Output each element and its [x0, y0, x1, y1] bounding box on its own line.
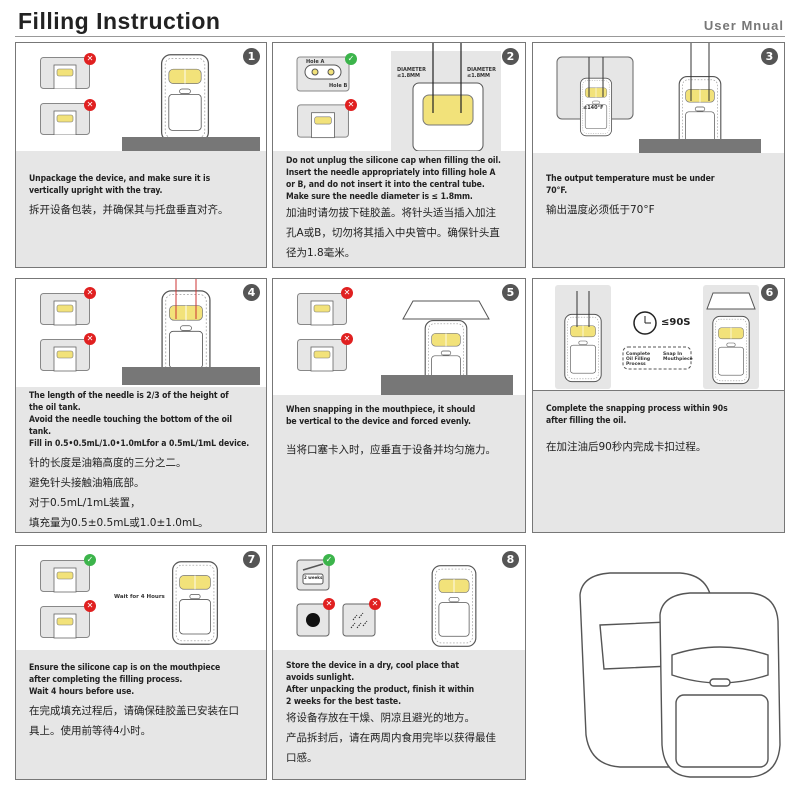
instruction-en: avoids sunlight. — [286, 673, 355, 683]
cross-icon: ✕ — [84, 99, 96, 111]
instruction-en: Fill in 0.5•0.5mL/1.0•1.0mLfor a 0.5mL/1… — [29, 439, 250, 449]
step-6-illustration: ≤90S Complete Oil Filling Process Snap I… — [533, 279, 784, 390]
diameter-label: DIAMETER ≤1.8MM — [397, 67, 426, 79]
step-4-text: The length of the needle is 2/3 of the h… — [16, 387, 266, 532]
temperature-label: ≤140°F — [583, 105, 604, 111]
instruction-zh: 针的长度是油箱高度的三分之二。 — [29, 457, 187, 469]
cross-icon: ✕ — [323, 598, 335, 610]
step-number: 5 — [502, 284, 519, 301]
instruction-en: Insert the needle appropriately into fil… — [286, 168, 496, 178]
instruction-zh: 拆开设备包装，并确保其与托盘垂直对齐。 — [29, 204, 229, 216]
step-number: 3 — [761, 48, 778, 65]
instruction-zh: 在完成填充过程后，请确保硅胶盖已安装在口 — [29, 705, 239, 717]
step-8-panel: 2 weeks ✓ ✕ ✕ 8 Store the device in a dr… — [272, 545, 526, 780]
step-number: 8 — [502, 551, 519, 568]
cross-icon: ✕ — [341, 333, 353, 345]
step-1-text: Unpackage the device, and make sure it i… — [16, 151, 266, 267]
instruction-en: or B, and do not insert it into the cent… — [286, 180, 485, 190]
instruction-en: 2 weeks for the best taste. — [286, 697, 401, 707]
instruction-en: after filling the oil. — [546, 416, 627, 426]
step-3-text: The output temperature must be under 70°F… — [533, 153, 784, 267]
step-5-text: When snapping in the mouthpiece, it shou… — [273, 395, 525, 532]
step-number: 7 — [243, 551, 260, 568]
instruction-en: the oil tank. — [29, 403, 81, 413]
instruction-en: Complete the snapping process within 90s — [546, 404, 728, 414]
header-divider — [15, 36, 785, 37]
manual-label: User Mnual — [703, 18, 784, 33]
step-6-panel: ≤90S Complete Oil Filling Process Snap I… — [532, 278, 785, 391]
diameter-label: DIAMETER ≤1.8MM — [467, 67, 496, 79]
page-title: Filling Instruction — [18, 8, 221, 34]
instruction-en: 70°F. — [546, 186, 568, 196]
instruction-zh: 输出温度必须低于70°F — [546, 204, 655, 216]
step-3-panel: ≤140°F 3 The output temperature must be … — [532, 42, 785, 268]
hole-a-label: Hole A — [306, 59, 325, 65]
instruction-zh: 对于0.5mL/1mL装置， — [29, 497, 141, 509]
instruction-zh: 口感。 — [286, 752, 318, 764]
step-7-text: Ensure the silicone cap is on the mouthp… — [16, 650, 266, 779]
step-number: 2 — [502, 48, 519, 65]
instruction-en: vertically upright with the tray. — [29, 186, 163, 196]
step-7-panel: Wait for 4 Hours ✓ ✕ 7 Ensure the silico… — [15, 545, 267, 780]
step-8-text: Store the device in a dry, cool place th… — [273, 650, 525, 779]
process-from-label: Complete Oil Filling Process — [626, 352, 651, 367]
instruction-en: After unpacking the product, finish it w… — [286, 685, 475, 695]
step-number: 4 — [243, 284, 260, 301]
instruction-en: Unpackage the device, and make sure it i… — [29, 174, 211, 184]
instruction-en: The output temperature must be under — [546, 174, 715, 184]
instruction-en: Avoid the needle touching the bottom of … — [29, 415, 232, 437]
instruction-zh: 填充量为0.5±0.5mL或1.0±1.0mL。 — [29, 517, 209, 529]
step-2-panel: Hole A Hole B DIAMETER ≤1.8MM DIAMETER ≤… — [272, 42, 526, 268]
instruction-en: Wait 4 hours before use. — [29, 687, 135, 697]
step-2-text: Do not unplug the silicone cap when fill… — [273, 151, 525, 267]
instruction-en: Ensure the silicone cap is on the mouthp… — [29, 663, 221, 673]
instruction-zh: 在加注油后90秒内完成卡扣过程。 — [546, 441, 707, 453]
step-8-illustration: 2 weeks ✓ ✕ ✕ 8 — [273, 546, 525, 650]
cross-icon: ✕ — [341, 287, 353, 299]
check-icon: ✓ — [323, 554, 335, 566]
instruction-en: Make sure the needle diameter is ≤ 1.8mm… — [286, 192, 473, 202]
step-4-illustration: ✕ ✕ 4 — [16, 279, 266, 387]
cross-icon: ✕ — [84, 333, 96, 345]
instruction-en: Do not unplug the silicone cap when fill… — [286, 156, 501, 166]
instruction-zh: 将设备存放在干燥、阴凉且避光的地方。 — [286, 712, 475, 724]
cross-icon: ✕ — [345, 99, 357, 111]
step-5-illustration: ✕ ✕ 5 — [273, 279, 525, 395]
instruction-en: Store the device in a dry, cool place th… — [286, 661, 459, 671]
cross-icon: ✕ — [84, 600, 96, 612]
wait-label: Wait for 4 Hours — [114, 594, 165, 600]
weeks-label: 2 weeks — [304, 575, 323, 580]
instruction-zh: 当将口塞卡入时，应垂直于设备并均匀施力。 — [286, 444, 496, 456]
step-6-text-panel: Complete the snapping process within 90s… — [532, 391, 785, 533]
product-illustration — [579, 572, 781, 778]
step-1-illustration: ✕ ✕ 1 — [16, 43, 266, 151]
cross-icon: ✕ — [369, 598, 381, 610]
check-icon: ✓ — [84, 554, 96, 566]
instruction-en: When snapping in the mouthpiece, it shou… — [286, 405, 476, 415]
instruction-zh: 避免针头接触油箱底部。 — [29, 477, 145, 489]
instruction-zh: 径为1.8毫米。 — [286, 247, 356, 259]
check-icon: ✓ — [345, 53, 357, 65]
instruction-zh: 具上。使用前等待4小时。 — [29, 725, 152, 737]
step-number: 1 — [243, 48, 260, 65]
step-2-illustration: Hole A Hole B DIAMETER ≤1.8MM DIAMETER ≤… — [273, 43, 525, 151]
step-1-panel: ✕ ✕ 1 Unpackage the device, and make sur… — [15, 42, 267, 268]
step-6-text: Complete the snapping process within 90s… — [533, 391, 784, 532]
step-4-panel: ✕ ✕ 4 The length of the needle is 2/3 of… — [15, 278, 267, 533]
cross-icon: ✕ — [84, 53, 96, 65]
hole-b-label: Hole B — [329, 83, 348, 89]
instruction-en: be vertical to the device and forced eve… — [286, 417, 471, 427]
instruction-zh: 孔A或B，切勿将其插入中央管中。确保针头直 — [286, 227, 500, 239]
instruction-zh: 加油时请勿拔下硅胶盖。将针头适当插入加注 — [286, 207, 496, 219]
step-number: 6 — [761, 284, 778, 301]
instruction-en: after completing the filling process. — [29, 675, 183, 685]
step-5-panel: ✕ ✕ 5 When snapping in the mouthpiece, i… — [272, 278, 526, 533]
process-to-label: Snap In Mouthpiece — [663, 352, 693, 362]
step-3-illustration: ≤140°F 3 — [533, 43, 784, 153]
instruction-en: The length of the needle is 2/3 of the h… — [29, 391, 229, 401]
cross-icon: ✕ — [84, 287, 96, 299]
step-7-illustration: Wait for 4 Hours ✓ ✕ 7 — [16, 546, 266, 650]
timer-label: ≤90S — [661, 317, 691, 328]
instruction-zh: 产品拆封后，请在两周内食用完毕以获得最佳 — [286, 732, 496, 744]
